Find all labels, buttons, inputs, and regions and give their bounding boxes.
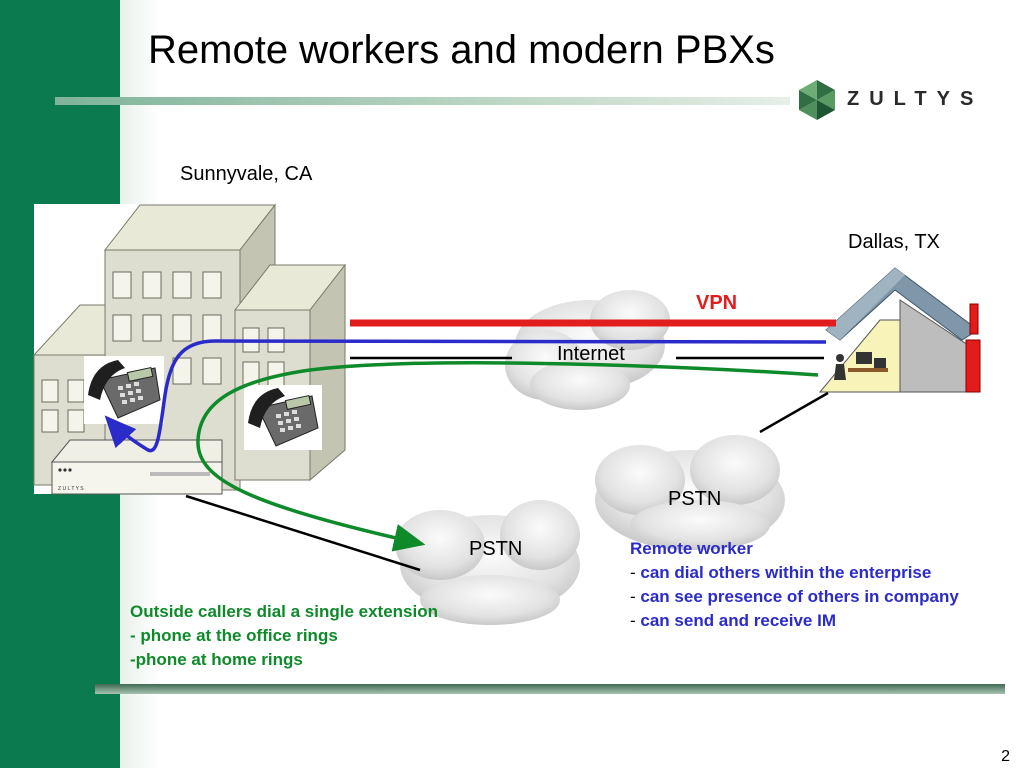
pstn-link-office — [185, 494, 421, 572]
title-divider — [55, 97, 790, 105]
office-location-label: Sunnyvale, CA — [180, 163, 313, 185]
outside-callers-heading: Outside callers dial a single extension — [130, 602, 439, 621]
remote-worker-item: - can see presence of others in company — [630, 587, 959, 606]
home-office-house — [818, 267, 981, 393]
zultys-logo: ZULTYS — [795, 78, 1015, 122]
remote-worker-item: - can send and receive IM — [630, 611, 836, 630]
home-location-label: Dallas, TX — [848, 231, 940, 253]
pstn-label-right: PSTN — [668, 488, 722, 510]
outside-callers-item: - phone at the office rings — [130, 626, 338, 645]
footer-divider — [95, 684, 1005, 694]
remote-worker-heading: Remote worker — [630, 539, 753, 558]
outside-callers-note: Outside callers dial a single extension … — [130, 600, 438, 672]
office-phone-left-icon — [84, 356, 164, 424]
pstn-label-left: PSTN — [469, 538, 523, 560]
vpn-label: VPN — [696, 292, 738, 314]
remote-worker-item: - can dial others within the enterprise — [630, 563, 932, 582]
logo-wordmark: ZULTYS — [847, 88, 984, 110]
call-path-arrow — [196, 361, 819, 552]
office-phone-right-icon — [244, 385, 322, 450]
remote-worker-note: Remote worker - can dial others within t… — [630, 537, 959, 633]
pstn-link-home — [759, 391, 829, 434]
slide-title: Remote workers and modern PBXs — [148, 28, 775, 72]
zultys-logo-mark-icon — [799, 80, 835, 120]
svg-text:Z U L T Y S: Z U L T Y S — [58, 486, 84, 492]
outside-callers-item: -phone at home rings — [130, 650, 303, 669]
page-number: 2 — [1001, 748, 1010, 765]
pstn-cloud-right — [595, 435, 785, 550]
im-path-arrow — [104, 339, 827, 453]
internet-label: Internet — [557, 343, 625, 365]
pbx-device: Z U L T Y S — [50, 439, 223, 495]
